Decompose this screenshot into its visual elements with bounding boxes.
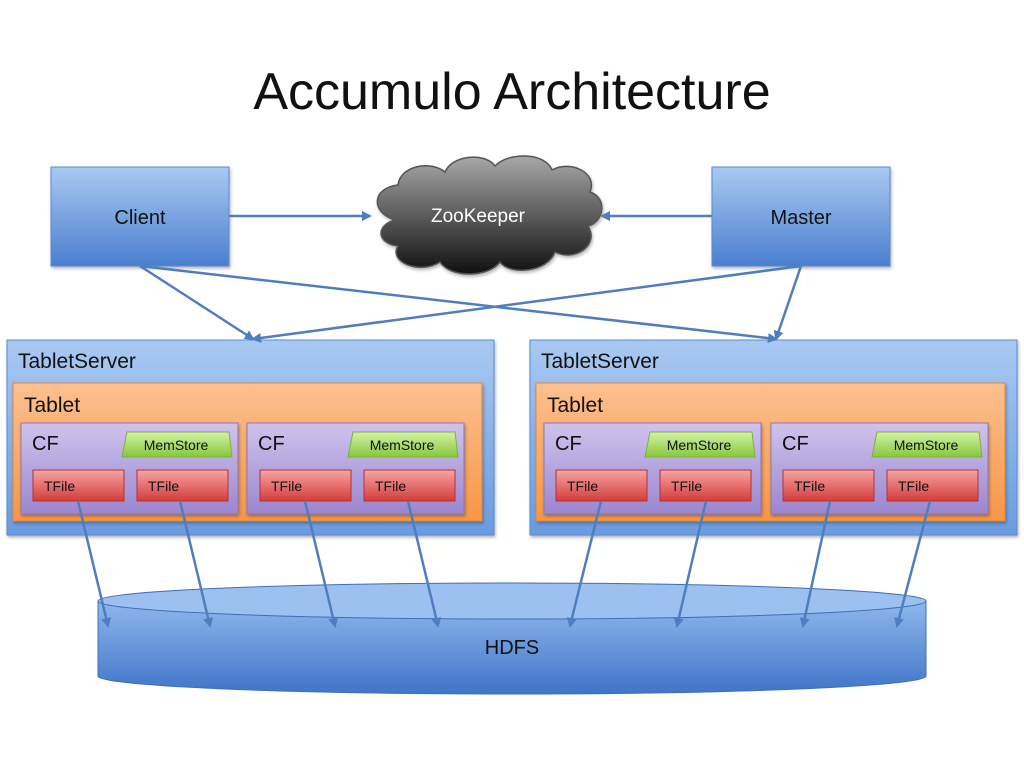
memstore-shape (347, 431, 459, 458)
master-node: Master (711, 166, 891, 267)
client-to-server1-arrow (139, 264, 255, 341)
tablet-server-label: TabletServer (18, 350, 136, 373)
column-family: CF MemStore TFile TFile (246, 422, 465, 515)
memstore-shape (871, 431, 983, 458)
memstore-label: MemStore (894, 437, 959, 453)
column-family: CF MemStore TFile TFile (543, 422, 762, 515)
memstore-shape (121, 431, 233, 458)
tfile-label: TFile (271, 478, 302, 494)
tfile-to-hdfs-arrow (673, 500, 708, 628)
tablet-server-1: TabletServer Tablet CF MemStore TFile TF… (6, 339, 495, 536)
tfile-to-hdfs-arrow (303, 500, 338, 628)
cf-label: CF (258, 433, 285, 455)
tfile-label: TFile (375, 478, 406, 494)
master-label: Master (770, 207, 831, 229)
tfile-label: TFile (794, 478, 825, 494)
tfile-to-hdfs-arrow (178, 500, 213, 628)
client-to-server2-arrow (139, 264, 778, 344)
tablet-server-2: TabletServer Tablet CF MemStore TFile TF… (529, 339, 1018, 536)
tfile-to-hdfs-arrow (406, 500, 441, 628)
tfile-to-hdfs-arrow (894, 500, 932, 628)
tfile-box (259, 469, 352, 502)
memstore-shape (644, 431, 756, 458)
client-node: Client (50, 166, 230, 267)
page-title: Accumulo Architecture (253, 63, 771, 121)
tfile-box (782, 469, 875, 502)
zookeeper-label: ZooKeeper (431, 206, 526, 227)
tfile-to-hdfs-arrow (567, 500, 603, 628)
cf-label: CF (32, 433, 59, 455)
master-to-server2-arrow (773, 265, 803, 341)
tablet: Tablet CF MemStore TFile TFile CF MemSto… (535, 382, 1006, 522)
tfile-box (555, 469, 648, 502)
column-family: CF MemStore TFile TFile (20, 422, 239, 515)
tfile-label: TFile (671, 478, 702, 494)
tablet-server-label: TabletServer (541, 350, 659, 373)
zookeeper-cloud-icon: ZooKeeper (376, 155, 603, 275)
hdfs-label: HDFS (485, 637, 539, 659)
memstore-label: MemStore (667, 437, 732, 453)
tfile-label: TFile (148, 478, 179, 494)
hdfs-storage-icon: HDFS (97, 582, 927, 695)
tfile-to-hdfs-arrow (799, 500, 832, 628)
master-to-server1-arrow (251, 264, 802, 343)
tfile-box (886, 469, 979, 502)
tfile-box (659, 469, 752, 502)
tablet-label: Tablet (547, 394, 603, 417)
column-family: CF MemStore TFile TFile (770, 422, 989, 515)
tablet: Tablet CF MemStore TFile TFile CF MemSto… (12, 382, 483, 522)
cf-label: CF (555, 433, 582, 455)
memstore-label: MemStore (370, 437, 435, 453)
tfile-box (136, 469, 229, 502)
cf-label: CF (782, 433, 809, 455)
tablet-label: Tablet (24, 394, 80, 417)
tfile-label: TFile (567, 478, 598, 494)
tfile-to-hdfs-arrow (76, 500, 111, 628)
tfile-box (32, 469, 125, 502)
tfile-label: TFile (898, 478, 929, 494)
tfile-box (363, 469, 456, 502)
memstore-label: MemStore (144, 437, 209, 453)
tfile-label: TFile (44, 478, 75, 494)
client-label: Client (114, 207, 166, 229)
